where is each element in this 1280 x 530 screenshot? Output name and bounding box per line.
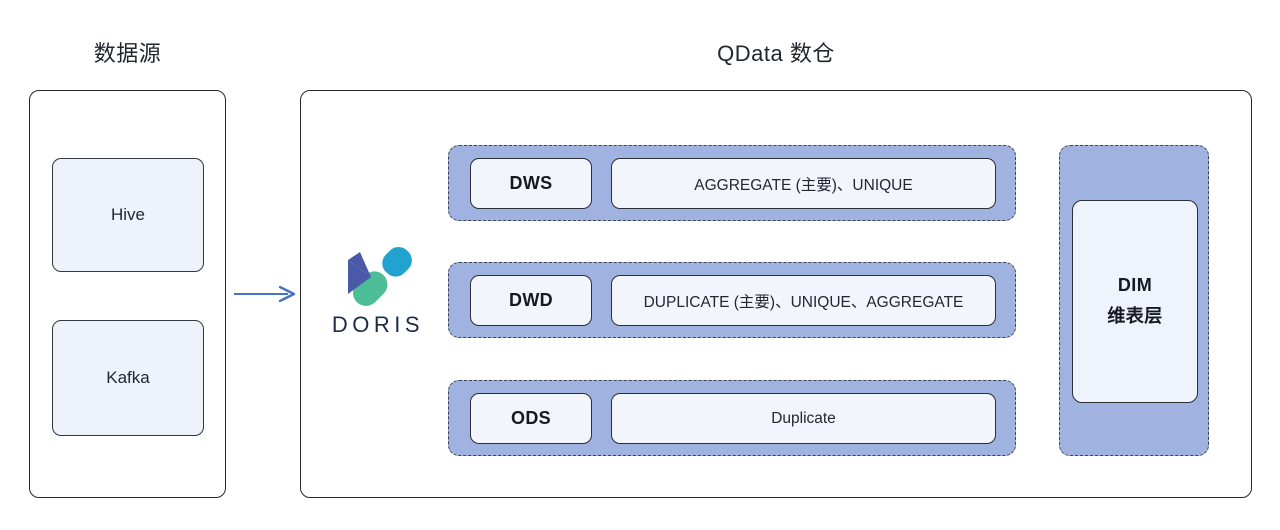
layer-key-dwd: DWD	[470, 275, 592, 326]
doris-wordmark: DORIS	[331, 312, 425, 337]
dim-layer-box[interactable]: DIM 维表层	[1072, 200, 1198, 403]
doris-logo: DORIS	[330, 232, 426, 344]
layer-models-dwd: DUPLICATE (主要)、UNIQUE、AGGREGATE	[611, 275, 996, 326]
layer-row-dws[interactable]: DWS AGGREGATE (主要)、UNIQUE	[448, 145, 1016, 221]
layer-row-ods[interactable]: ODS Duplicate	[448, 380, 1016, 456]
layer-key-ods: ODS	[470, 393, 592, 444]
source-box-kafka[interactable]: Kafka	[52, 320, 204, 436]
layer-row-dwd[interactable]: DWD DUPLICATE (主要)、UNIQUE、AGGREGATE	[448, 262, 1016, 338]
layer-models-ods: Duplicate	[611, 393, 996, 444]
source-panel-title: 数据源	[93, 41, 162, 66]
layer-models-dws: AGGREGATE (主要)、UNIQUE	[611, 158, 996, 209]
doris-logo-icon	[348, 246, 412, 306]
layer-key-dws: DWS	[470, 158, 592, 209]
dim-label-primary: DIM	[1117, 275, 1153, 295]
source-panel	[29, 90, 226, 498]
warehouse-panel-title: QData 数仓	[717, 41, 835, 66]
source-box-hive[interactable]: Hive	[52, 158, 204, 272]
dim-label-secondary: 维表层	[1107, 306, 1163, 326]
arrow-right-icon	[234, 286, 296, 302]
